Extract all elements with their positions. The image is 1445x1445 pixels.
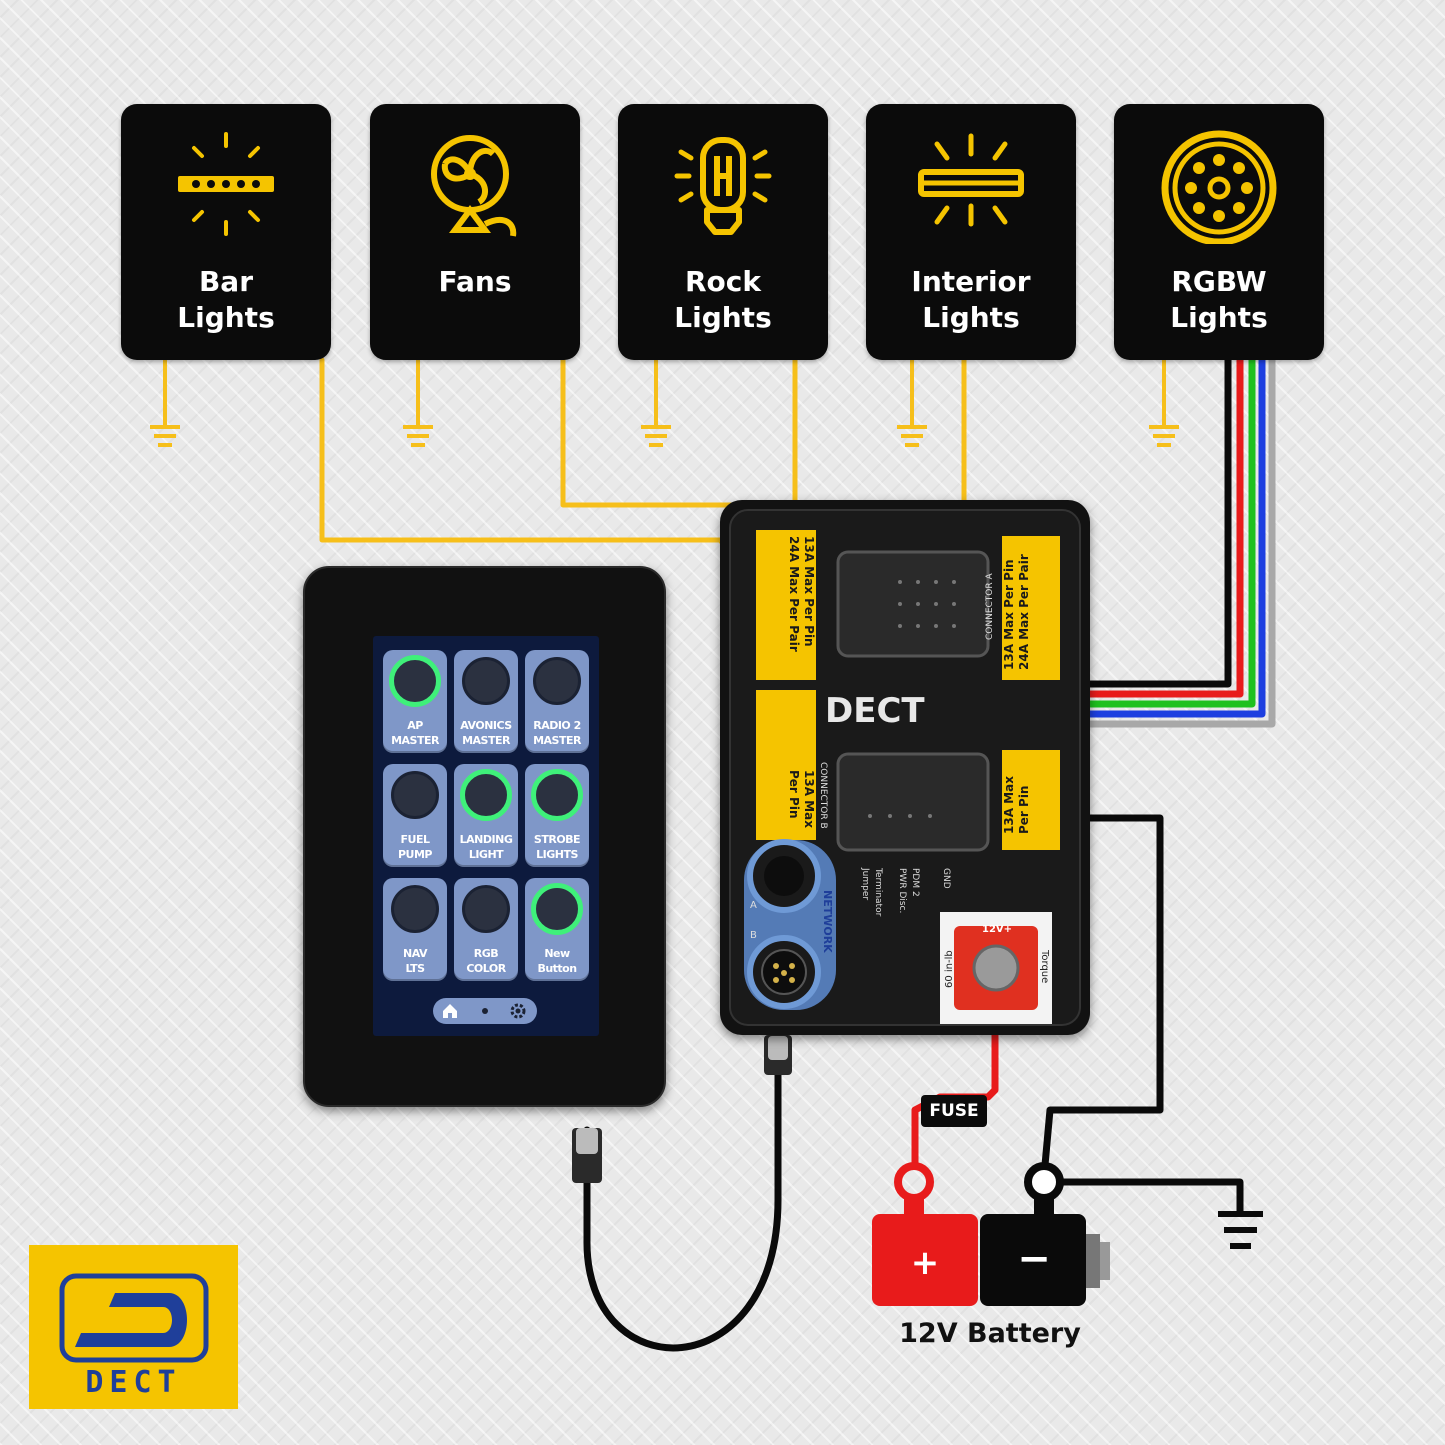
rating-strip-a-right — [1002, 536, 1060, 680]
switch-avonics-master[interactable]: AVONICS MASTER — [454, 650, 518, 753]
ground-symbol — [641, 360, 671, 447]
network-label: NETWORK — [821, 890, 834, 953]
status-ring — [462, 657, 510, 705]
touchscreen-panel: AP MASTER AVONICS MASTER RADIO 2 MASTER … — [303, 566, 666, 1107]
connector-a — [836, 550, 990, 658]
status-ring — [460, 769, 512, 821]
positive-post — [894, 1162, 934, 1202]
card-label: Interior Lights — [911, 265, 1031, 334]
positive-sign: + — [911, 1243, 940, 1283]
pin-label-jumper: Jumper — [860, 868, 870, 901]
logo-text: DECT — [85, 1365, 182, 1400]
wire-network-cable — [583, 1031, 782, 1352]
pin-label-pwr-disc: PWR Disc. — [897, 868, 907, 914]
network-port-b-label: B — [750, 930, 757, 941]
connector-b — [836, 752, 990, 852]
card-rock-lights: Rock Lights — [618, 104, 828, 360]
fan-icon — [431, 135, 517, 237]
card-bar-lights: Bar Lights — [121, 104, 331, 360]
card-label: Bar Lights — [177, 265, 275, 334]
card-rgbw-lights: RGBW Lights — [1114, 104, 1324, 360]
touchscreen-display: AP MASTER AVONICS MASTER RADIO 2 MASTER … — [373, 636, 599, 1036]
switch-nav-lts[interactable]: NAV LTS — [383, 878, 447, 981]
torque-value: 60 in-lb — [944, 950, 955, 988]
network-port-a-label: A — [750, 900, 757, 911]
ground-symbol — [1149, 360, 1179, 447]
status-ring — [531, 769, 583, 821]
switch-ap-master[interactable]: AP MASTER — [383, 650, 447, 753]
card-label: RGBW Lights — [1170, 265, 1268, 334]
switch-label: AVONICS MASTER — [460, 719, 512, 747]
torque-label: Torque — [1039, 950, 1050, 984]
ground-symbol — [150, 360, 180, 447]
card-label: Rock Lights — [674, 265, 772, 334]
switch-label: RGB COLOR — [466, 947, 506, 975]
page-dot-icon — [482, 1008, 488, 1014]
rating-a-left: 13A Max Per Pin 24A Max Per Pair — [787, 536, 816, 652]
switch-rgb-color[interactable]: RGB COLOR — [454, 878, 518, 981]
cable-plug-module-tip — [768, 1036, 788, 1060]
switch-label: NAV LTS — [403, 947, 428, 975]
interior-light-icon — [918, 133, 1024, 227]
pin-label-terminator: Terminator — [873, 868, 883, 917]
terminal-stud — [972, 944, 1020, 992]
rock-light-bulb-icon — [674, 137, 772, 235]
switch-label: FUEL PUMP — [397, 833, 433, 861]
gear-icon[interactable] — [509, 1002, 527, 1020]
switch-fuel-pump[interactable]: FUEL PUMP — [383, 764, 447, 867]
ground-symbol — [897, 360, 927, 447]
rating-b-left: 13A Max Per Pin — [787, 770, 816, 828]
status-ring — [391, 771, 439, 819]
ground-symbol — [403, 360, 433, 447]
switch-radio2-master[interactable]: RADIO 2 MASTER — [525, 650, 589, 753]
card-interior-lights: Interior Lights — [866, 104, 1076, 360]
negative-post — [1024, 1162, 1064, 1202]
rating-a-right: 13A Max Per Pin 24A Max Per Pair — [1002, 554, 1031, 670]
fuse-label: FUSE — [921, 1095, 987, 1127]
card-label: Fans — [438, 265, 512, 298]
chassis-ground-symbol — [1218, 1211, 1263, 1249]
battery-positive-half — [872, 1214, 978, 1306]
rating-strip-b-right — [1002, 750, 1060, 850]
wire-ground-battery — [1041, 1178, 1244, 1216]
rgbw-pod-icon — [1161, 130, 1277, 244]
brand-logo: DECT — [29, 1245, 238, 1409]
switch-label: AP MASTER — [391, 719, 439, 747]
switch-strobe-lights[interactable]: STROBE LIGHTS — [525, 764, 589, 867]
switch-label: RADIO 2 MASTER — [533, 719, 581, 747]
switch-landing-light[interactable]: LANDING LIGHT — [454, 764, 518, 867]
logo-mark-icon — [59, 1273, 209, 1363]
status-ring — [389, 655, 441, 707]
battery-negative-half — [980, 1214, 1086, 1306]
rating-b-right: 13A Max Per Pin — [1002, 776, 1031, 834]
switch-label: STROBE LIGHTS — [533, 833, 581, 861]
negative-sign: − — [1017, 1236, 1051, 1282]
status-ring — [533, 657, 581, 705]
status-ring — [391, 885, 439, 933]
bar-light-icon — [178, 132, 274, 236]
card-fans: Fans — [370, 104, 580, 360]
rating-strip-b-left — [756, 690, 816, 840]
status-ring — [462, 885, 510, 933]
status-ring — [531, 883, 583, 935]
connector-b-label: CONNECTOR B — [818, 762, 828, 829]
switch-label: New Button — [537, 947, 577, 975]
battery-label: 12V Battery — [899, 1318, 1081, 1349]
home-icon[interactable] — [441, 1002, 459, 1020]
power-distribution-module: DECT 13A Max Per Pin 24A Max Per Pair 13… — [720, 500, 1090, 1035]
switch-new-button[interactable]: New Button — [525, 878, 589, 981]
pin-label-pdm2: PDM 2 — [910, 868, 920, 897]
rating-strip-a-left — [756, 530, 816, 680]
switch-label: LANDING LIGHT — [459, 833, 513, 861]
cable-plug-panel-tip — [576, 1128, 598, 1154]
pin-label-gnd: GND — [941, 868, 951, 889]
battery: + − — [872, 1162, 1110, 1306]
connector-a-label: CONNECTOR A — [985, 573, 995, 640]
ground-symbols — [150, 360, 1179, 447]
terminal-label: 12V+ — [982, 924, 1013, 935]
screen-nav-bar — [433, 998, 537, 1024]
module-brand: DECT — [825, 691, 925, 731]
